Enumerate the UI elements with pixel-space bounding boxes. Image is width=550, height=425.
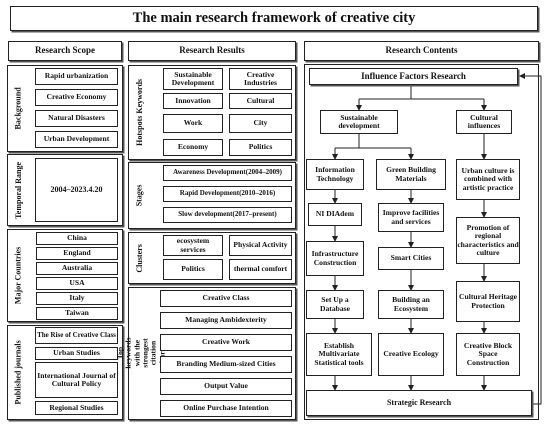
improve-facilities-box: Improve facilities and services [378, 203, 444, 232]
stages-label: Stages [134, 184, 144, 207]
journal-item: The Rise of Creative Class [35, 327, 118, 344]
building-ecosystem-box: Building an Ecosystem [378, 290, 444, 319]
hotspot-keyword: Sustainable Development [163, 68, 223, 90]
hotspot-keyword: City [229, 114, 292, 133]
hotspot-keyword: Economy [163, 139, 223, 156]
cluster-item: ecosystem services [163, 235, 223, 256]
country-item: Italy [36, 292, 118, 305]
countries-label: Major Countries [13, 246, 23, 305]
framework-title: The main research framework of creative … [10, 6, 538, 31]
multivariate-tools-box: Establish Multivariate Statistical tools [306, 333, 372, 376]
temporal-range-value: 2004–2023.4.20 [35, 158, 118, 222]
burst-keyword: Creative Work [160, 334, 292, 351]
set-up-database-box: Set Up a Database [306, 290, 364, 319]
hotspot-keyword: Cultural [229, 93, 292, 109]
creative-ecology-box: Creative Ecology [378, 333, 444, 376]
information-technology-box: Information Technology [306, 159, 364, 190]
creative-block-box: Creative Block Space Construction [456, 333, 520, 376]
country-item: England [36, 247, 118, 260]
bursts-label: Top keywords with the strongest citation… [115, 337, 167, 370]
burst-keyword: Online Purchase Intention [160, 400, 292, 417]
promotion-culture-box: Promotion of regional characteristics an… [456, 217, 520, 264]
hotspot-keyword: Innovation [163, 93, 223, 109]
bursts-group [128, 287, 296, 420]
header-research-contents: Research Contents [304, 41, 539, 61]
smart-cities-box: Smart Cities [378, 247, 444, 270]
journals-label: Published journals [13, 340, 23, 405]
stage-item: Slow development(2017–present) [163, 207, 292, 223]
country-item: Taiwan [36, 307, 118, 320]
infrastructure-construction-box: Infrastructure Construction [306, 241, 364, 276]
sustainable-development-box: Sustainable development [320, 110, 398, 134]
urban-culture-box: Urban culture is combined with artistic … [456, 159, 520, 200]
burst-keyword: Output Value [160, 378, 292, 395]
background-label: Background [13, 87, 23, 130]
research-contents-panel [304, 64, 539, 420]
ni-diadem-box: NI DIAdem [308, 203, 362, 226]
temporal-label: Temporal Range [13, 161, 23, 219]
hotspot-keyword: Creative Industries [229, 68, 292, 90]
journal-item: International Journal of Cultural Policy [35, 362, 118, 398]
hotspots-label: Hotspots Keywords [134, 79, 144, 146]
stage-item: Rapid Development(2010–2016) [163, 186, 292, 202]
background-item: Rapid urbanization [35, 68, 118, 85]
header-research-results: Research Results [128, 41, 296, 61]
stage-item: Awareness Development(2004–2009) [163, 165, 292, 181]
burst-keyword: Managing Ambidexterity [160, 312, 292, 329]
hotspot-keyword: Work [163, 114, 223, 133]
background-item: Natural Disasters [35, 110, 118, 127]
background-item: Creative Economy [35, 89, 118, 106]
cultural-heritage-box: Cultural Heritage Protection [456, 281, 520, 322]
header-research-scope: Research Scope [8, 41, 122, 61]
journal-item: Regional Studies [35, 401, 118, 415]
country-item: USA [36, 277, 118, 290]
cultural-influences-box: Cultural influences [456, 110, 512, 134]
journal-item: Urban Studies [35, 347, 118, 360]
background-item: Urban Development [35, 131, 118, 148]
cluster-item: Physical Activity [229, 235, 292, 256]
burst-keyword: Creative Class [160, 290, 292, 307]
strategic-research-box: Strategic Research [306, 390, 532, 416]
clusters-label: Clusters [134, 243, 144, 273]
cluster-item: Politics [163, 259, 223, 280]
country-item: Australia [36, 262, 118, 275]
cluster-item: thermal comfort [229, 259, 292, 280]
country-item: China [36, 232, 118, 245]
green-building-box: Green Building Materials [376, 159, 446, 190]
influence-factors-box: Influence Factors Research [309, 68, 518, 85]
burst-keyword: Branding Medium-sized Cities [160, 356, 292, 373]
hotspot-keyword: Politics [229, 139, 292, 156]
